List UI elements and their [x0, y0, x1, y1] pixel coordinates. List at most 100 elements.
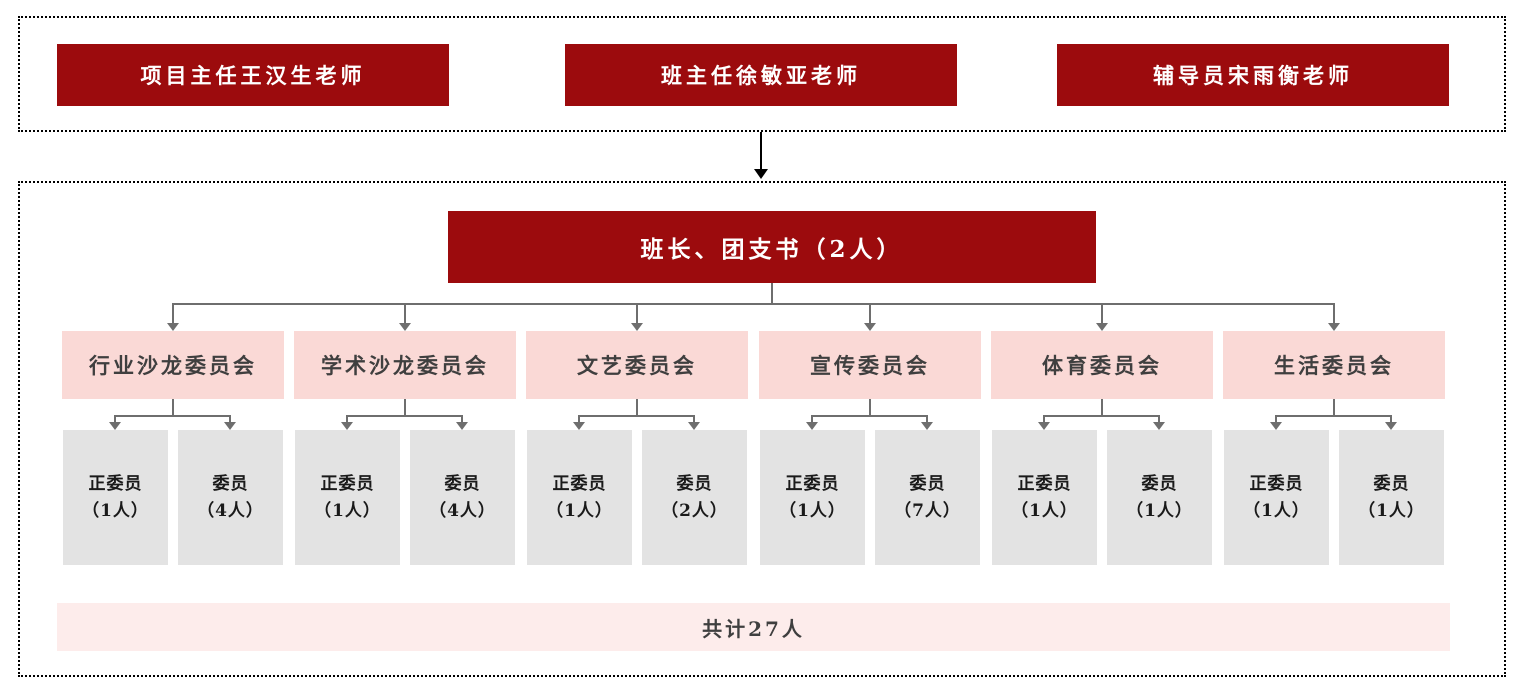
total-count-label: 共计27人	[702, 616, 805, 641]
member-box: 正委员 （1人）	[527, 430, 632, 565]
member-role: 委员	[444, 474, 481, 495]
member-count: （1人）	[779, 500, 846, 521]
section-connector-line	[760, 132, 762, 170]
down-arrow-icon	[806, 422, 818, 430]
member-role: 委员	[1141, 474, 1178, 495]
connector-line	[1390, 415, 1392, 424]
member-role: 正委员	[1017, 474, 1072, 495]
leadership-box-counselor: 辅导员宋雨衡老师	[1057, 44, 1449, 106]
connector-line	[1333, 399, 1335, 415]
down-arrow-icon	[167, 323, 179, 331]
down-arrow-icon	[1270, 422, 1282, 430]
committee-column-academic-salon: 学术沙龙委员会 正委员 （1人） 委员 （4人）	[289, 331, 521, 565]
committee-column-arts: 文艺委员会 正委员 （1人） 委员 （2人）	[521, 331, 753, 565]
member-count: （1人）	[82, 500, 149, 521]
member-box: 正委员 （1人）	[63, 430, 168, 565]
member-box: 正委员 （1人）	[1224, 430, 1329, 565]
member-count: （4人）	[429, 500, 496, 521]
member-box: 委员 （4人）	[410, 430, 515, 565]
committee-label: 宣传委员会	[810, 353, 930, 378]
connector-line	[578, 415, 580, 424]
org-structure-section: 班长、团支书（2人） 行业沙龙委员会 正委员	[18, 181, 1506, 677]
member-box: 委员 （7人）	[875, 430, 980, 565]
committee-label: 行业沙龙委员会	[89, 353, 257, 378]
connector-line	[172, 303, 174, 324]
member-role: 正委员	[320, 474, 375, 495]
committee-label: 文艺委员会	[577, 353, 697, 378]
member-count: （7人）	[894, 500, 961, 521]
member-count: （1人）	[1358, 500, 1425, 521]
down-arrow-icon	[1153, 422, 1165, 430]
connector-line	[636, 399, 638, 415]
connector-line	[173, 303, 1334, 305]
down-arrow-icon	[1038, 422, 1050, 430]
down-arrow-icon	[754, 169, 768, 179]
leadership-box-label: 项目主任王汉生老师	[140, 63, 366, 88]
connector-line	[869, 399, 871, 415]
member-count: （1人）	[314, 500, 381, 521]
connector-line	[636, 303, 638, 324]
connector-line	[1333, 303, 1335, 324]
total-count-bar: 共计27人	[57, 603, 1450, 651]
root-box-label: 班长、团支书（2人）	[640, 236, 904, 263]
connector-line	[114, 415, 116, 424]
committee-box: 体育委员会	[991, 331, 1213, 399]
member-role: 委员	[909, 474, 946, 495]
committee-box: 学术沙龙委员会	[294, 331, 516, 399]
committee-box: 行业沙龙委员会	[62, 331, 284, 399]
member-box: 正委员 （1人）	[992, 430, 1097, 565]
down-arrow-icon	[341, 422, 353, 430]
down-arrow-icon	[224, 422, 236, 430]
leadership-section: 项目主任王汉生老师 班主任徐敏亚老师 辅导员宋雨衡老师	[18, 16, 1506, 132]
member-count: （2人）	[661, 500, 728, 521]
connector-line	[461, 415, 463, 424]
member-box: 委员 （2人）	[642, 430, 747, 565]
member-role: 正委员	[785, 474, 840, 495]
committee-box: 文艺委员会	[526, 331, 748, 399]
connector-line	[172, 399, 174, 415]
committee-box: 宣传委员会	[759, 331, 981, 399]
connector-line	[812, 415, 928, 417]
connector-line	[404, 303, 406, 324]
member-role: 正委员	[88, 474, 143, 495]
leadership-box-class-teacher: 班主任徐敏亚老师	[565, 44, 957, 106]
connector-line	[229, 415, 231, 424]
connector-line	[926, 415, 928, 424]
member-box: 委员 （1人）	[1107, 430, 1212, 565]
down-arrow-icon	[921, 422, 933, 430]
down-arrow-icon	[573, 422, 585, 430]
down-arrow-icon	[456, 422, 468, 430]
leadership-box-project-director: 项目主任王汉生老师	[57, 44, 449, 106]
connector-line	[1276, 415, 1392, 417]
connector-line	[1101, 303, 1103, 324]
committee-column-daily-life: 生活委员会 正委员 （1人） 委员 （1人）	[1218, 331, 1450, 565]
down-arrow-icon	[1096, 323, 1108, 331]
connector-line	[579, 415, 695, 417]
connector-line	[869, 303, 871, 324]
committee-label: 生活委员会	[1274, 353, 1394, 378]
member-count: （1人）	[1011, 500, 1078, 521]
down-arrow-icon	[631, 323, 643, 331]
member-role: 委员	[676, 474, 713, 495]
committee-column-industry-salon: 行业沙龙委员会 正委员 （1人） 委员 （4人）	[57, 331, 289, 565]
committee-column-publicity: 宣传委员会 正委员 （1人） 委员 （7人）	[754, 331, 986, 565]
committee-column-sports: 体育委员会 正委员 （1人） 委员 （1人）	[986, 331, 1218, 565]
connector-line	[1101, 399, 1103, 415]
member-role: 正委员	[552, 474, 607, 495]
down-arrow-icon	[864, 323, 876, 331]
leadership-box-label: 班主任徐敏亚老师	[661, 63, 861, 88]
member-count: （4人）	[197, 500, 264, 521]
committee-box: 生活委员会	[1223, 331, 1445, 399]
connector-line	[347, 415, 463, 417]
member-count: （1人）	[1243, 500, 1310, 521]
member-box: 正委员 （1人）	[295, 430, 400, 565]
member-role: 委员	[212, 474, 249, 495]
connector-line	[811, 415, 813, 424]
connector-line	[1158, 415, 1160, 424]
committee-label: 学术沙龙委员会	[321, 353, 489, 378]
member-box: 正委员 （1人）	[760, 430, 865, 565]
connector-line	[1275, 415, 1277, 424]
down-arrow-icon	[399, 323, 411, 331]
connector-line	[1044, 415, 1160, 417]
